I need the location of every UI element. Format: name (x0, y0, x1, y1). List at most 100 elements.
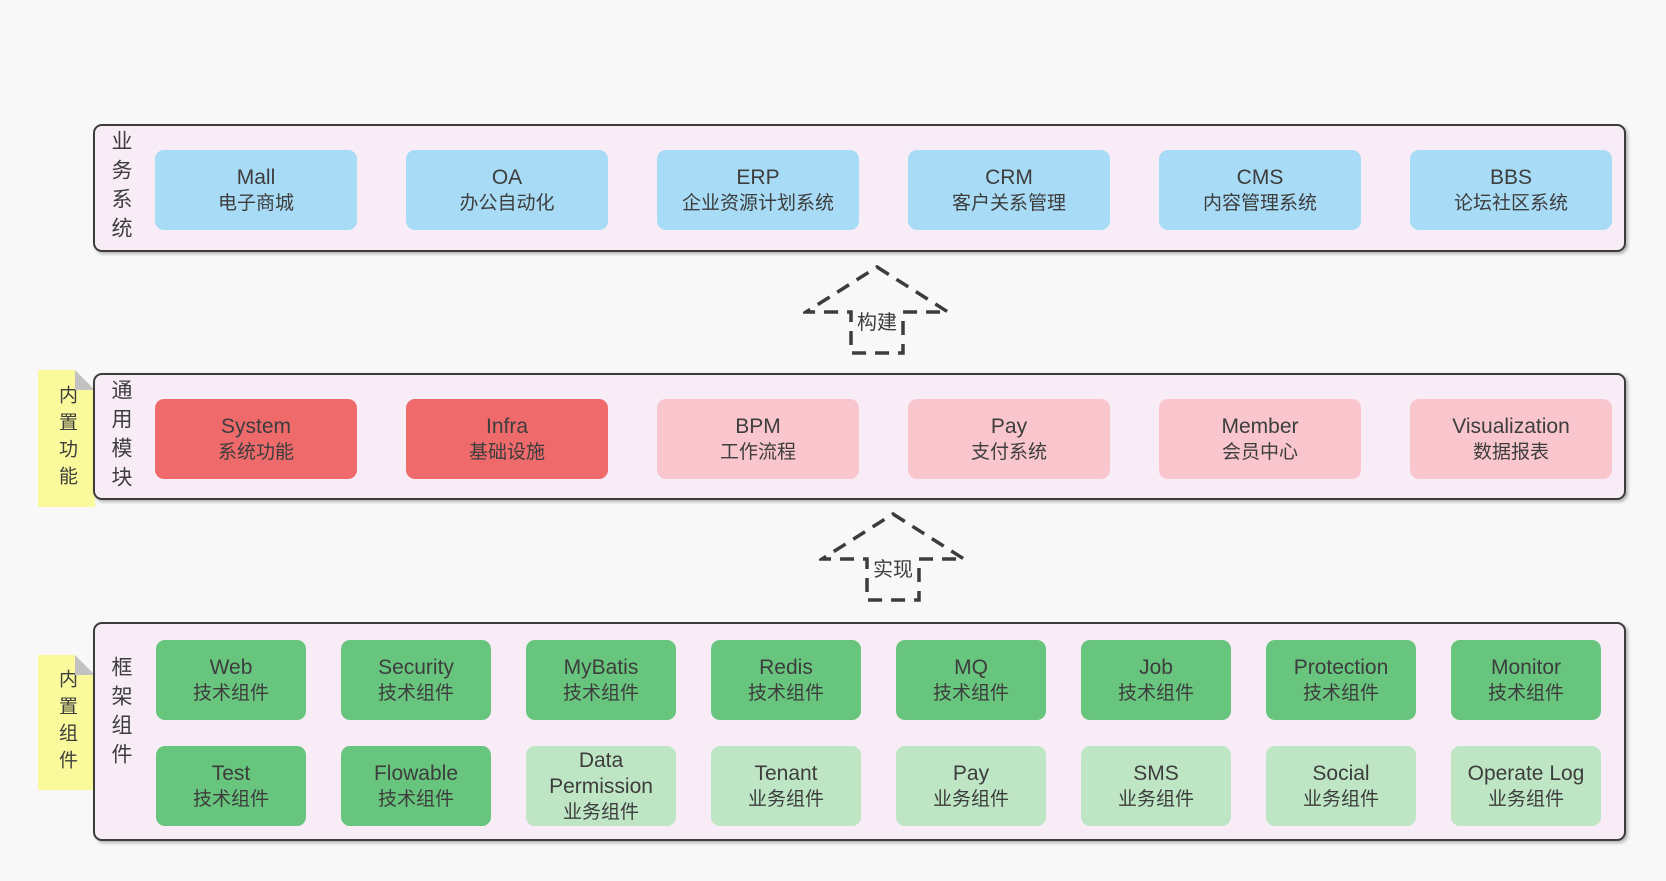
module-name: Protection (1293, 655, 1389, 679)
module-desc: 业务组件 (1117, 788, 1194, 810)
module-desc: 数据报表 (1472, 441, 1549, 463)
module-box-social: Social 业务组件 (1266, 746, 1416, 826)
module-box-crm: CRM 客户关系管理 (908, 150, 1110, 230)
module-name: Pay (952, 761, 990, 785)
module-name: Infra (485, 414, 529, 438)
module-name: SMS (1133, 761, 1179, 785)
module-name: Operate Log (1467, 761, 1585, 785)
module-name: MyBatis (563, 655, 639, 679)
module-desc: 工作流程 (719, 441, 796, 463)
module-desc: 业务组件 (932, 788, 1009, 810)
implement-arrow: 实现 (819, 511, 967, 602)
module-name: Security (378, 655, 454, 679)
layer-label-text: 框架组件 (109, 655, 132, 772)
module-box-protection: Protection 技术组件 (1266, 640, 1416, 720)
sticky-note-built-in-functions: 内置功能 (38, 370, 95, 507)
module-desc: 业务组件 (1487, 788, 1564, 810)
module-desc: 基础设施 (468, 441, 545, 463)
module-box-erp: ERP 企业资源计划系统 (657, 150, 859, 230)
module-box-bpm: BPM 工作流程 (657, 399, 859, 479)
module-desc: 技术组件 (377, 788, 454, 810)
module-desc: 办公自动化 (459, 192, 555, 214)
module-box-pay: Pay 支付系统 (908, 399, 1110, 479)
module-desc: 技术组件 (1302, 682, 1379, 704)
folded-corner-icon (75, 370, 95, 390)
module-name: Pay (990, 414, 1028, 438)
layer-common-modules: 通用模块 System 系统功能 Infra 基础设施 BPM 工作流程 Pay 支付系统 Me… (93, 373, 1626, 500)
layer-label-common-modules: 通用模块 (103, 375, 137, 498)
module-name: Web (209, 655, 253, 679)
module-desc: 业务组件 (747, 788, 824, 810)
module-name: Redis (759, 655, 813, 679)
sticky-note-built-in-components: 内置组件 (38, 655, 95, 790)
module-name: Mall (236, 165, 276, 189)
module-box-monitor: Monitor 技术组件 (1451, 640, 1601, 720)
module-name: Data Permission (549, 748, 653, 798)
module-name: Monitor (1490, 655, 1562, 679)
module-name: MQ (954, 655, 988, 679)
module-box-cms: CMS 内容管理系统 (1159, 150, 1361, 230)
module-desc: 客户关系管理 (951, 192, 1066, 214)
layer-label-text: 通用模块 (109, 378, 132, 495)
module-desc: 技术组件 (1117, 682, 1194, 704)
module-name: CMS (1236, 165, 1284, 189)
module-desc: 内容管理系统 (1202, 192, 1317, 214)
layer-label-text: 业务系统 (109, 130, 132, 246)
build-arrow-label: 构建 (857, 311, 897, 334)
module-box-test: Test 技术组件 (156, 746, 306, 826)
module-desc: 企业资源计划系统 (681, 192, 834, 214)
module-box-mybatis: MyBatis 技术组件 (526, 640, 676, 720)
module-name: System (220, 414, 291, 438)
module-box-member: Member 会员中心 (1159, 399, 1361, 479)
sticky-note-text: 内置组件 (56, 668, 77, 777)
module-box-oa: OA 办公自动化 (406, 150, 608, 230)
module-box-system: System 系统功能 (155, 399, 357, 479)
module-name: BPM (735, 414, 781, 438)
module-name: Visualization (1452, 414, 1570, 438)
module-box-pay: Pay 业务组件 (896, 746, 1046, 826)
folded-corner-icon (75, 655, 95, 675)
module-desc: 技术组件 (932, 682, 1009, 704)
module-name: CRM (985, 165, 1033, 189)
module-name: Job (1139, 655, 1173, 679)
implement-arrow-label: 实现 (873, 558, 913, 581)
module-desc: 业务组件 (1302, 788, 1379, 810)
module-name: Flowable (373, 761, 459, 785)
module-desc: 技术组件 (377, 682, 454, 704)
module-desc: 支付系统 (970, 441, 1047, 463)
module-box-sms: SMS 业务组件 (1081, 746, 1231, 826)
module-name: Test (211, 761, 251, 785)
module-name: Member (1221, 414, 1299, 438)
arrow-up-icon (819, 511, 967, 602)
layer-label-framework-components: 框架组件 (103, 624, 137, 839)
module-box-security: Security 技术组件 (341, 640, 491, 720)
module-name: Social (1312, 761, 1370, 785)
arrow-up-icon (803, 264, 951, 355)
module-desc: 技术组件 (192, 788, 269, 810)
module-desc: 论坛社区系统 (1453, 192, 1568, 214)
module-name: ERP (736, 165, 780, 189)
module-row: System 系统功能 Infra 基础设施 BPM 工作流程 Pay 支付系统 Member 会… (155, 399, 1612, 479)
module-box-operate-log: Operate Log 业务组件 (1451, 746, 1601, 826)
module-desc: 技术组件 (1487, 682, 1564, 704)
layer-label-business-systems: 业务系统 (103, 126, 137, 250)
module-desc: 技术组件 (562, 682, 639, 704)
module-desc: 会员中心 (1221, 441, 1298, 463)
module-name: OA (491, 165, 523, 189)
sticky-note-text: 内置功能 (56, 384, 77, 493)
module-box-infra: Infra 基础设施 (406, 399, 608, 479)
module-desc: 系统功能 (217, 441, 294, 463)
module-box-mq: MQ 技术组件 (896, 640, 1046, 720)
